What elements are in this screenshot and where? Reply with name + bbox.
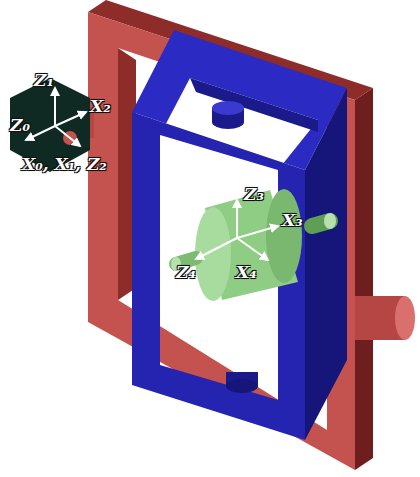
axis-label: X₃: [282, 212, 303, 229]
axis-label: X₂: [90, 98, 111, 115]
red-frame: [80, 0, 415, 470]
axis-label: Z₀: [10, 117, 30, 134]
axis-label: Z₁: [34, 72, 54, 89]
blue-frame: [132, 30, 347, 440]
axis-label: X₄: [236, 264, 257, 281]
axis-label: X₀, X₁, Z₂: [22, 156, 107, 173]
green-cylinder: [171, 189, 336, 301]
axis-arrows: [196, 200, 278, 260]
axis-arrows: [26, 88, 86, 146]
axis-label: Z₄: [176, 264, 196, 281]
axis-label: Z₃: [244, 186, 264, 203]
